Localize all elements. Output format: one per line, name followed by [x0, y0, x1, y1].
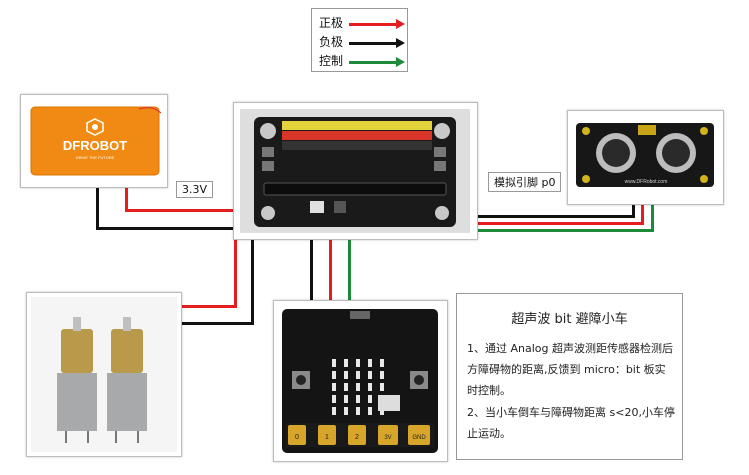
- info-line-2: 2、当小车倒车与障碍物距离 s<20,小车停止运动。: [467, 406, 675, 440]
- led: [332, 407, 336, 415]
- legend-control-label: 控制: [319, 54, 344, 68]
- motor-left-icon: [57, 317, 97, 443]
- wire-battery-positive-v: [125, 186, 128, 212]
- transducer-right-icon: [656, 133, 696, 173]
- led-matrix: [332, 359, 384, 415]
- battery-tagline-text: DRIVE THE FUTURE: [76, 155, 115, 160]
- motors-box: [26, 292, 182, 457]
- led: [356, 371, 360, 379]
- led: [368, 407, 372, 415]
- legend-negative-label: 负极: [319, 35, 344, 49]
- wire-microbit-red: [329, 238, 332, 300]
- led: [344, 371, 348, 379]
- wire-sensor-green-h: [476, 229, 653, 232]
- edge-pin-1: 1: [318, 425, 336, 445]
- expansion-board-box: [233, 102, 478, 240]
- led: [368, 371, 372, 379]
- dfrobot-logo-icon: [86, 118, 104, 136]
- legend-positive-label: 正极: [319, 16, 344, 30]
- legend-green-arrow: [349, 57, 405, 67]
- analog-pin-label: 模拟引脚 p0: [488, 172, 562, 192]
- microbit-image: 0 1 2 3V GND: [282, 309, 438, 453]
- svg-text:0: 0: [295, 434, 299, 441]
- wire-microbit-black: [310, 238, 313, 300]
- motors-image: [31, 297, 177, 452]
- led: [368, 359, 372, 367]
- led: [332, 395, 336, 403]
- wire-motor-red-v: [234, 238, 237, 308]
- led: [332, 359, 336, 367]
- wire-sensor-black-v: [632, 203, 635, 218]
- wire-motor-black-h: [180, 322, 254, 325]
- voltage-label: 3.3V: [176, 181, 214, 198]
- info-box: 超声波 bit 避障小车 1、通过 Analog 超声波测距传感器检测后方障碍物…: [456, 293, 683, 460]
- led: [332, 371, 336, 379]
- wire-motor-black-v: [251, 238, 254, 325]
- button-b-icon: [410, 371, 428, 389]
- edge-pin-gnd: GND: [408, 425, 430, 445]
- button-a-icon: [292, 371, 310, 389]
- wire-battery-negative-h: [96, 227, 234, 230]
- battery-box: DFROBOT DRIVE THE FUTURE: [20, 94, 168, 188]
- ultrasonic-sensor-image: www.DFRobot.com: [576, 123, 714, 187]
- led: [356, 407, 360, 415]
- svg-text:3V: 3V: [384, 435, 391, 441]
- wire-sensor-red-v: [641, 203, 644, 225]
- led: [368, 383, 372, 391]
- svg-text:1: 1: [325, 434, 329, 441]
- wire-battery-positive-h: [125, 209, 234, 212]
- wire-microbit-green: [348, 238, 351, 300]
- battery-brand-text: DFROBOT: [63, 138, 127, 153]
- info-title: 超声波 bit 避障小车: [511, 312, 628, 327]
- led: [344, 383, 348, 391]
- wire-sensor-black-h: [476, 215, 634, 218]
- expansion-board-image: [240, 109, 470, 233]
- ultrasonic-sensor-box: www.DFRobot.com: [567, 110, 724, 205]
- edge-pin-3v: 3V: [378, 425, 398, 445]
- legend-black-arrow: [349, 38, 405, 48]
- legend-box: 正极 负极 控制: [311, 8, 408, 72]
- battery-image: DFROBOT DRIVE THE FUTURE: [30, 106, 162, 176]
- wire-sensor-red-h: [476, 222, 643, 225]
- led: [344, 407, 348, 415]
- edge-pin-0: 0: [288, 425, 306, 445]
- led: [356, 395, 360, 403]
- led: [380, 371, 384, 379]
- led: [344, 359, 348, 367]
- led: [332, 383, 336, 391]
- pin-headers: [282, 121, 432, 150]
- info-line-1: 1、通过 Analog 超声波测距传感器检测后方障碍物的距离,反馈到 micro…: [467, 342, 673, 397]
- legend-red-arrow: [349, 19, 405, 29]
- svg-text:GND: GND: [412, 435, 426, 441]
- sensor-url-text: www.DFRobot.com: [625, 179, 668, 185]
- wire-battery-negative-v: [96, 186, 99, 230]
- led: [380, 383, 384, 391]
- led: [356, 383, 360, 391]
- transducer-left-icon: [596, 133, 636, 173]
- wire-motor-red-h: [180, 305, 237, 308]
- svg-text:2: 2: [355, 434, 359, 441]
- led: [344, 395, 348, 403]
- led: [380, 359, 384, 367]
- wire-sensor-green-v: [651, 203, 654, 232]
- led: [356, 359, 360, 367]
- motor-right-icon: [107, 317, 147, 443]
- led: [368, 395, 372, 403]
- microbit-box: 0 1 2 3V GND: [273, 300, 448, 462]
- edge-pin-2: 2: [348, 425, 366, 445]
